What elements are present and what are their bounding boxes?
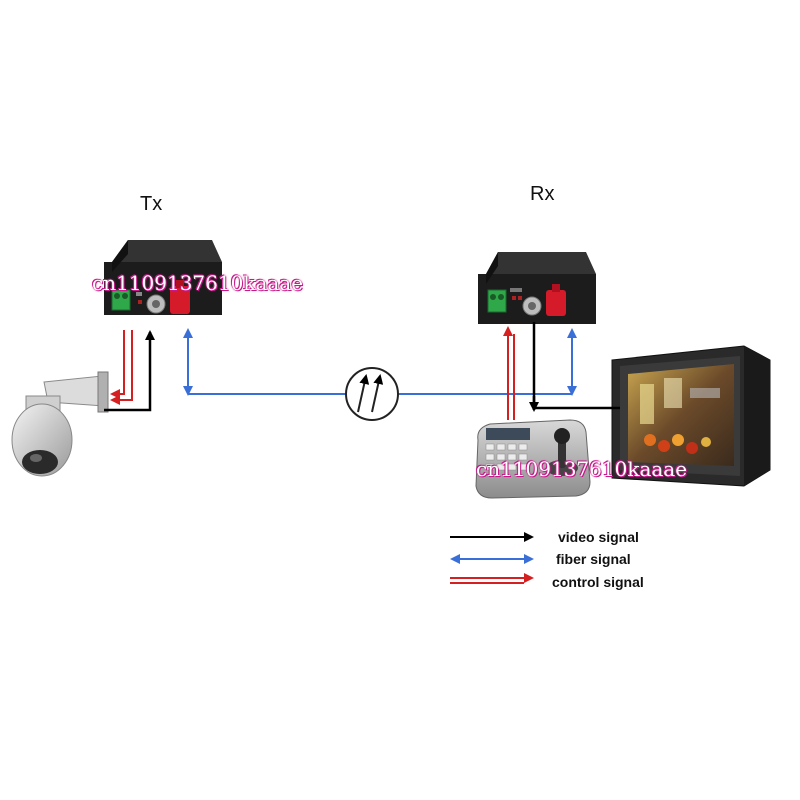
ptz-controller-keyboard-icon bbox=[475, 419, 591, 499]
legend-video-label: video signal bbox=[558, 529, 639, 545]
ptz-dome-camera-icon bbox=[11, 371, 109, 477]
video-line-tx bbox=[104, 330, 155, 412]
legend-control-arrow bbox=[450, 573, 534, 584]
control-line-tx-2 bbox=[110, 330, 133, 405]
receiver-icon bbox=[478, 252, 596, 324]
control-line-tx-1 bbox=[110, 330, 125, 399]
crt-monitor-icon bbox=[611, 345, 771, 487]
watermark-bottom: cn1109137610kaaae bbox=[476, 457, 688, 481]
video-line-rx bbox=[532, 322, 620, 410]
legend-control-label: control signal bbox=[552, 574, 644, 590]
watermark-top: cn1109137610kaaae bbox=[92, 271, 304, 295]
transmitter-icon bbox=[104, 240, 222, 315]
rx-label: Rx bbox=[530, 183, 555, 205]
legend-fiber-label: fiber signal bbox=[556, 551, 631, 567]
fiber-cable-icon bbox=[345, 367, 399, 421]
tx-label: Tx bbox=[140, 193, 163, 215]
